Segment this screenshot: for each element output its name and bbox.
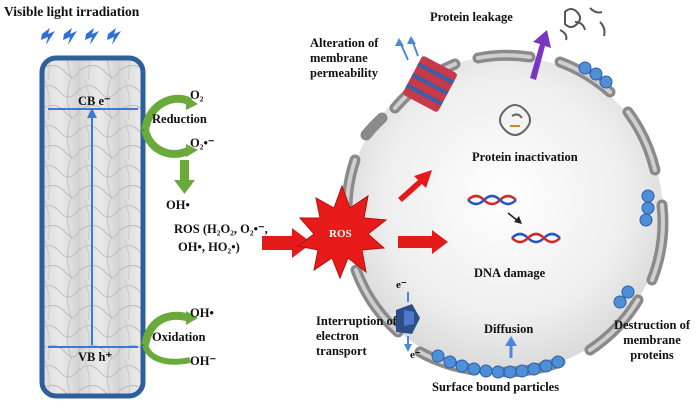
- surface-particles: [431, 61, 655, 379]
- electron-transport-protein: [396, 304, 420, 334]
- protein-inactivation-label: Protein inactivation: [472, 150, 578, 164]
- dna-damage-label: DNA damage: [474, 266, 546, 280]
- oh-radical-top-label: OH•: [166, 198, 190, 212]
- dna-intact-icon: [467, 194, 517, 206]
- ros-arrow: [262, 228, 312, 258]
- light-bolt-icon: [85, 28, 99, 45]
- superoxide-to-oh-arrow: [180, 160, 189, 182]
- ros-species-label-1: ROS (H₂O₂, O₂•⁻,: [174, 222, 268, 236]
- cb-label: CB e⁻: [78, 94, 111, 108]
- excitation-arrowhead: [87, 108, 97, 118]
- surface-bound-label: Surface bound particles: [432, 380, 560, 394]
- ros-burst: [296, 184, 388, 280]
- bacterial-cell: [347, 56, 663, 372]
- superoxide-label: O₂•⁻: [190, 136, 215, 150]
- electron-top-label: e⁻: [396, 279, 407, 291]
- light-bolt-icons: [41, 28, 121, 45]
- reduction-label: Reduction: [152, 112, 207, 126]
- light-bolt-icon: [107, 28, 121, 45]
- dna-damaged-icon: [511, 232, 561, 244]
- oxidation-label: Oxidation: [152, 330, 206, 344]
- destruction-label: Destruction of membrane proteins: [613, 318, 691, 362]
- visible-light-label: Visible light irradiation: [4, 4, 140, 19]
- ros-to-protein-arrow: [398, 170, 432, 202]
- protein-leakage-label: Protein leakage: [430, 10, 513, 24]
- protein-icon: [499, 104, 531, 136]
- ros-species-label-2: OH•, HO₂•): [178, 240, 240, 254]
- o2-label: O₂: [190, 88, 204, 102]
- oxidation-arrow: [141, 311, 192, 346]
- light-bolt-icon: [41, 28, 55, 45]
- electron-bottom-label: e⁻: [410, 349, 421, 361]
- protein-leakage-arrow: [530, 30, 551, 80]
- ros-to-dna-arrow: [398, 230, 448, 254]
- oh-minus-label: OH⁻: [190, 354, 217, 368]
- membrane-channel: [403, 56, 457, 112]
- ros-label: ROS: [329, 228, 352, 240]
- oh-radical-bottom-label: OH•: [190, 306, 214, 320]
- diffusion-label: Diffusion: [484, 322, 534, 336]
- light-bolt-icon: [63, 28, 77, 45]
- vb-label: VB h⁺: [78, 350, 113, 364]
- protein-cluster-icon: [559, 7, 606, 41]
- interruption-label: Interruption of electron transport: [316, 314, 397, 358]
- alteration-label: Alteration of membrane permeability: [310, 36, 379, 80]
